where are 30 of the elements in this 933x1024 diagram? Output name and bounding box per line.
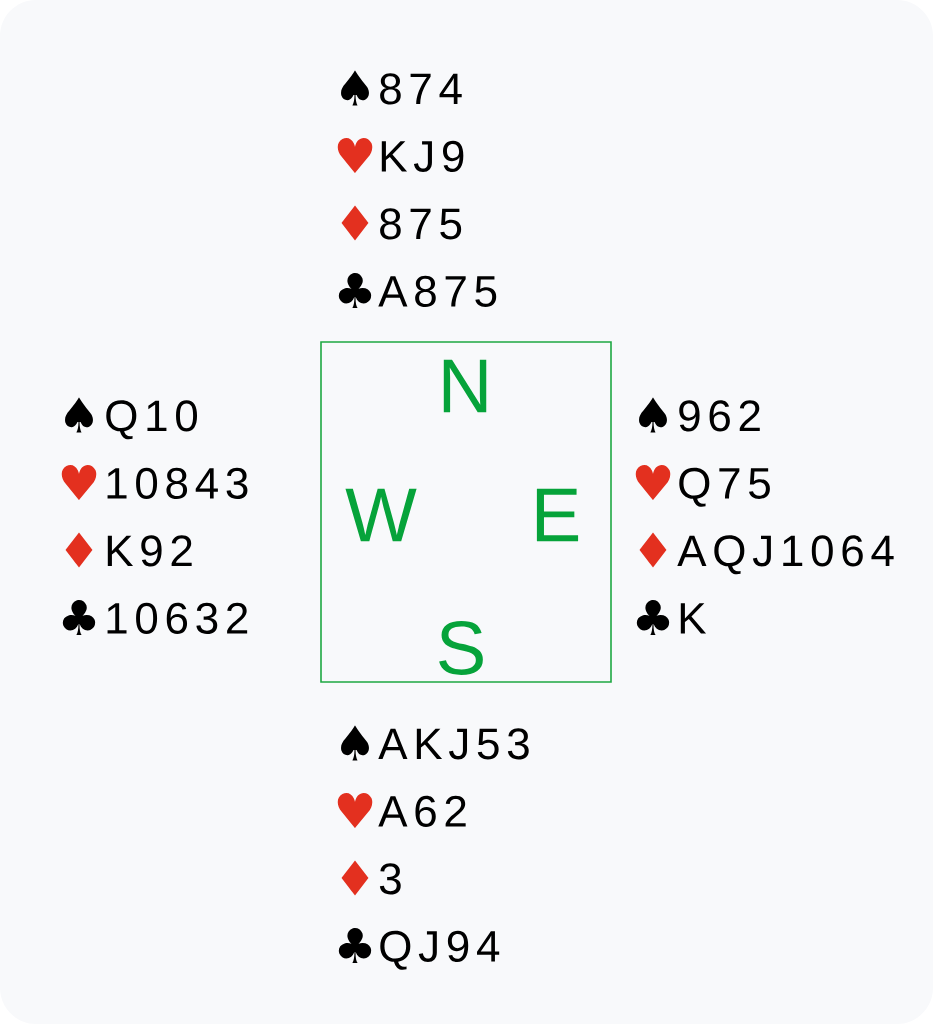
- card-ranks: 875: [380, 208, 462, 240]
- compass-letter: S: [439, 621, 483, 675]
- card-ranks: 962: [679, 400, 760, 432]
- card-ranks: KJ9: [381, 140, 464, 172]
- card-ranks: A62: [378, 795, 466, 827]
- spade-symbol: ♠: [341, 70, 369, 106]
- club-symbol: ♣: [338, 928, 372, 963]
- heart-symbol: ♥: [337, 793, 373, 828]
- diamond-symbol: ♦: [341, 860, 369, 896]
- compass-letter: N: [443, 359, 487, 413]
- card-ranks: QJ94: [380, 930, 500, 970]
- compass-letter: W: [345, 488, 417, 542]
- card-ranks: Q10: [106, 400, 198, 440]
- card-ranks: Q75: [679, 467, 770, 507]
- card-ranks: K: [680, 603, 707, 634]
- club-symbol: ♣: [62, 600, 96, 635]
- diamond-symbol: ♦: [65, 532, 93, 568]
- spade-symbol: ♠: [341, 725, 369, 761]
- card-ranks: AKJ53: [378, 728, 529, 760]
- heart-symbol: ♥: [337, 138, 373, 173]
- card-ranks: K92: [107, 535, 192, 567]
- card-ranks: 3: [379, 863, 401, 895]
- card-ranks: AQJ1064: [677, 535, 894, 575]
- card-ranks: 10632: [107, 602, 248, 634]
- spade-symbol: ♠: [65, 397, 93, 433]
- compass-letter: E: [536, 488, 579, 542]
- diamond-symbol: ♦: [341, 205, 369, 241]
- card-ranks: 10843: [107, 467, 248, 499]
- card-ranks: 874: [380, 73, 462, 105]
- heart-symbol: ♥: [61, 465, 97, 500]
